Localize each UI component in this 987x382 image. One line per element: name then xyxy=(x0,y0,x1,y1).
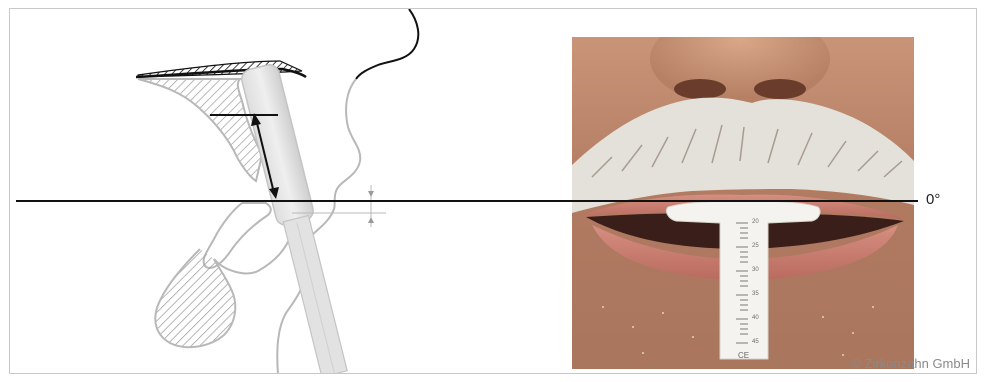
angle-label: 0° xyxy=(926,191,940,208)
copyright-notice: © Zirkonzahn GmbH xyxy=(851,356,970,371)
reference-line-layer xyxy=(10,9,977,374)
figure-frame: 20 25 30 35 40 45 CE xyxy=(9,8,977,374)
